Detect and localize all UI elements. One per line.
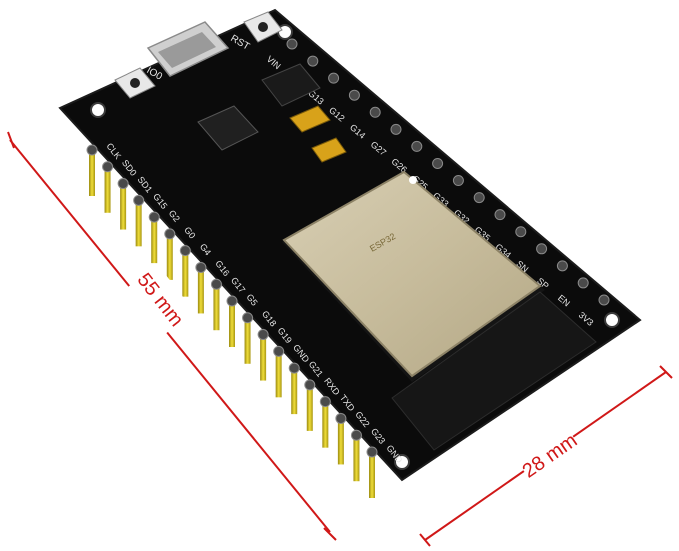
left-pin-hole	[350, 429, 362, 441]
mount-hole	[90, 102, 106, 118]
left-pin-leg	[151, 217, 158, 264]
mount-hole	[394, 454, 410, 470]
left-pin-leg	[291, 368, 298, 415]
left-pin-leg	[197, 267, 204, 314]
left-pin-leg	[229, 301, 235, 347]
left-pin-hole	[195, 261, 207, 273]
right-pin-hole	[411, 140, 423, 152]
right-pin-hole	[286, 38, 298, 50]
right-pin-hole	[348, 89, 360, 101]
left-pin-leg	[275, 351, 282, 398]
capacitor-1	[289, 105, 331, 133]
right-pin-hole	[432, 157, 444, 169]
right-pin-hole	[556, 260, 568, 272]
left-pin-hole	[304, 379, 316, 391]
left-pin-leg	[166, 233, 173, 280]
left-pin-leg	[135, 200, 142, 247]
right-pin-hole	[328, 72, 340, 84]
right-pin-hole	[452, 175, 464, 187]
left-pin-leg	[337, 418, 344, 465]
capacitor-2	[311, 137, 347, 163]
right-pin-hole	[577, 277, 589, 289]
regulator-chip	[261, 63, 321, 107]
mount-hole	[604, 312, 620, 328]
right-pin-hole	[307, 55, 319, 67]
left-pin-hole	[210, 278, 222, 290]
left-pin-hole	[288, 362, 300, 374]
left-pin-hole	[257, 329, 269, 341]
left-pin-hole	[179, 245, 191, 257]
left-header-pins	[89, 150, 375, 498]
left-pin-leg	[260, 334, 267, 381]
right-pin-hole	[390, 123, 402, 135]
left-pin-leg	[244, 317, 251, 364]
left-pin-hole	[86, 144, 98, 156]
left-pin-hole	[226, 295, 238, 307]
esp32-module: ESP32	[282, 170, 597, 451]
right-pin-hole	[473, 192, 485, 204]
left-pin-hole	[242, 312, 254, 324]
left-pin-leg	[213, 284, 220, 331]
left-pin-leg	[353, 435, 360, 482]
left-pin-hole	[273, 345, 285, 357]
left-pin-hole	[335, 412, 347, 424]
pin-holes	[86, 38, 610, 458]
led-dot	[409, 176, 417, 184]
usb-uart-chip	[197, 105, 259, 151]
right-pin-hole	[369, 106, 381, 118]
left-pin-leg	[322, 401, 329, 448]
left-pin-leg	[369, 452, 375, 498]
right-pin-hole	[598, 294, 610, 306]
usb-connector	[146, 21, 230, 77]
left-pin-hole	[164, 228, 176, 240]
right-pin-hole	[515, 226, 527, 238]
left-pin-leg	[306, 384, 313, 431]
left-pin-leg	[182, 250, 189, 297]
left-pin-leg	[120, 183, 127, 230]
right-pin-hole	[494, 209, 506, 221]
left-pin-leg	[89, 150, 95, 196]
left-pin-hole	[319, 396, 331, 408]
left-pin-hole	[117, 178, 129, 190]
left-pin-hole	[148, 211, 160, 223]
right-pin-hole	[536, 243, 548, 255]
left-pin-hole	[102, 161, 114, 173]
left-pin-leg	[104, 166, 111, 213]
left-pin-hole	[366, 446, 378, 458]
left-pin-hole	[133, 194, 145, 206]
